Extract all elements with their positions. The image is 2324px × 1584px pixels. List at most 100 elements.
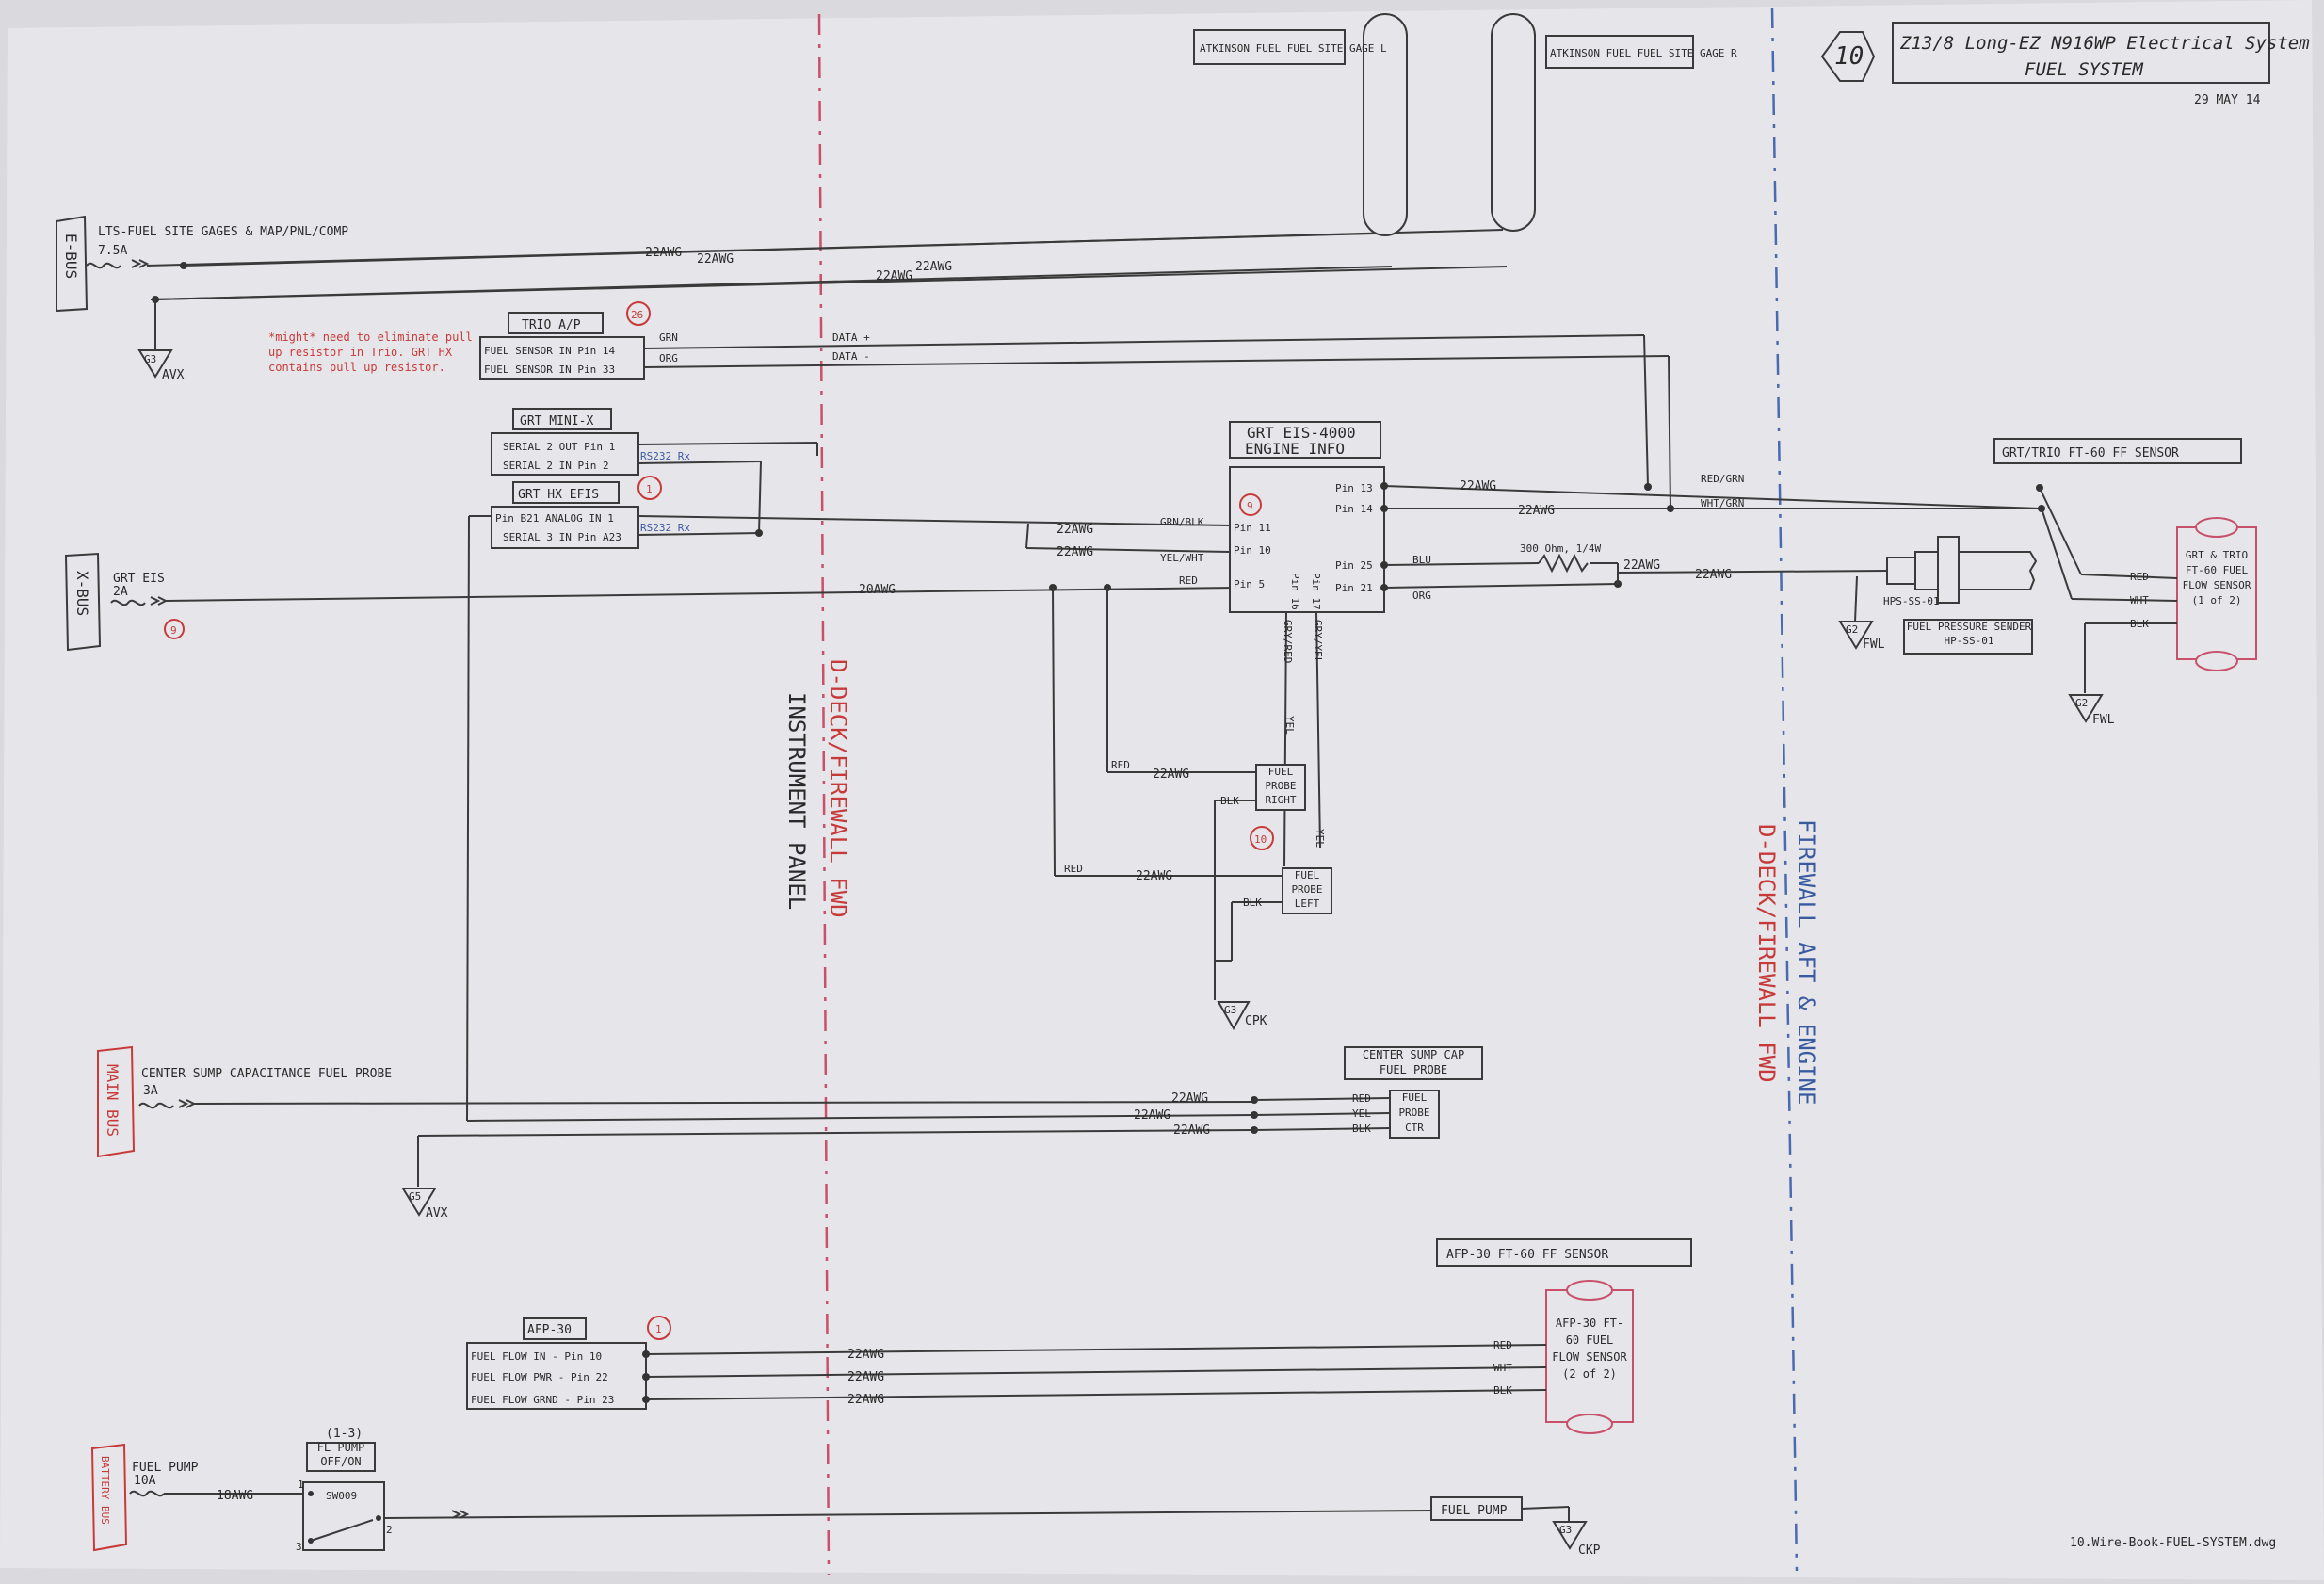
mainbus-group: MAIN BUS CENTER SUMP CAPACITANCE FUEL PR…	[97, 1045, 1483, 1220]
ft60-grt-bottom	[2195, 651, 2238, 671]
node-data-minus	[1667, 505, 1674, 512]
wire-minix-rs232	[758, 461, 762, 534]
wire-label-wht-grn: WHT/GRN	[1701, 497, 1744, 509]
wire-afp-pwr	[645, 1366, 1547, 1378]
wire-ctr-yel	[1253, 1112, 1391, 1116]
lts-amps: 7.5A	[98, 244, 127, 258]
wire-label-red-afp: RED	[1493, 1339, 1512, 1351]
wire-minix-out	[637, 442, 818, 445]
wire-label-22awg-o: 22AWG	[1173, 1123, 1210, 1138]
pin25-node	[1380, 561, 1388, 569]
wire-label-red-probe-l: RED	[1064, 863, 1083, 875]
wire-label-wht-ft60: WHT	[2130, 594, 2149, 606]
wire-pump-ground	[1521, 1506, 1570, 1510]
wire-eis-pin10-link	[1025, 523, 1029, 549]
wire-minix-in	[637, 461, 762, 464]
afp-row-3: FUEL FLOW GRND - Pin 23	[471, 1394, 614, 1406]
mainbus-flag	[97, 1045, 136, 1158]
divider-aft-line	[1770, 7, 1799, 1572]
batterybus-label: BATTERY BUS	[99, 1456, 111, 1525]
switch-pin-1[interactable]	[308, 1491, 314, 1496]
ft60-grt-body	[2176, 526, 2257, 660]
sender-hex	[1937, 536, 1960, 604]
switch-lever[interactable]	[310, 1519, 374, 1542]
sender-label-box	[1903, 619, 2033, 655]
ground-avx-label: AVX	[162, 368, 185, 382]
hx-badge-text: 1	[646, 483, 653, 495]
minix-row-2: SERIAL 2 IN Pin 2	[503, 460, 609, 472]
zone-label-panel: INSTRUMENT PANEL	[783, 692, 810, 910]
wire-label-22awg-e: 22AWG	[1057, 523, 1093, 537]
wire-label-blk-afp: BLK	[1493, 1384, 1512, 1397]
afp-sensor-text-container: AFP-30 FT-60 FUEL FLOW SENSOR (2 of 2)	[1552, 1317, 1626, 1381]
center-sump-title-box	[1344, 1046, 1483, 1080]
resistor-300-ohm	[1538, 553, 1589, 574]
ground-avx-g5-label: AVX	[426, 1206, 448, 1220]
node-lts	[180, 262, 187, 269]
probe-right-text-container: FUEL PROBE RIGHT	[1265, 766, 1296, 806]
xbus-badge-text: 9	[170, 624, 177, 637]
batterybus-flag	[90, 1443, 128, 1552]
wire-eis-pin11	[637, 515, 1231, 526]
mainbus-label: MAIN BUS	[104, 1064, 121, 1137]
pin13-node	[1380, 482, 1388, 490]
wire-ft60-route	[2039, 487, 2082, 600]
wire-label-22awg-d: 22AWG	[876, 269, 912, 283]
ft60-grt-body-text-container: GRT & TRIO FT-60 FUEL FLOW SENSOR (1 of …	[2182, 549, 2251, 606]
ft60-grt-body-text: GRT & TRIO FT-60 FUEL FLOW SENSOR (1 of …	[2182, 549, 2251, 606]
wire-afp-in	[645, 1344, 1547, 1355]
fuse-eis	[110, 599, 146, 606]
wire-label-red-eis: RED	[1179, 574, 1198, 587]
wire-label-red-ft60: RED	[2130, 571, 2149, 583]
switch-pin-2[interactable]	[376, 1515, 381, 1521]
wire-label-grn: GRN	[659, 331, 678, 344]
eis-pin-box	[1229, 466, 1385, 613]
wire-ft60-wht	[2071, 598, 2178, 602]
ground-cpk-label: CPK	[1245, 1014, 1267, 1028]
sender-terminal	[1886, 557, 1916, 585]
wire-label-red-probe-r: RED	[1111, 759, 1130, 771]
eis-pin-14: Pin 14	[1335, 503, 1373, 515]
ebus-label: E-BUS	[62, 234, 80, 279]
node-rs232	[755, 529, 763, 537]
probe-ctr-text-container: FUEL PROBE CTR	[1398, 1091, 1429, 1134]
wire-label-yel-b: YEL	[1314, 829, 1326, 848]
pump-wire-label: 18AWG	[217, 1489, 253, 1503]
fuel-pump-label: FUEL PUMP	[1441, 1504, 1508, 1518]
fuse-center-sump	[138, 1102, 174, 1109]
eis-pin-17: Pin 17	[1310, 573, 1322, 610]
gage-right-label-box	[1545, 35, 1694, 69]
ground-g2a-label: G2	[1846, 623, 1858, 636]
afp-node-1	[642, 1350, 650, 1358]
connector-lts	[131, 259, 150, 268]
gage-left-label-box	[1193, 29, 1346, 65]
wire-label-data-minus: DATA -	[832, 350, 870, 363]
eis-pin-16: Pin 16	[1289, 573, 1301, 610]
switch-id: SW009	[326, 1490, 357, 1502]
ground-g3-ckp	[1552, 1521, 1588, 1550]
wire-data-minus	[643, 355, 1670, 368]
grt-hx-efis: GRT HX EFIS 1 Pin B21 ANALOG IN 1 SERIAL…	[466, 476, 763, 1122]
wire-eis-pin17	[1315, 611, 1321, 849]
ft60-grt-title-box	[1993, 438, 2242, 464]
ground-g2-fwl-b	[2068, 694, 2104, 723]
title-block: 10 Z13/8 Long-EZ N916WP Electrical Syste…	[1820, 22, 2310, 1550]
wire-label-22awg-q: 22AWG	[847, 1370, 884, 1384]
wire-label-gry-yel: GRY/YEL	[1312, 620, 1324, 664]
minix-pin-box	[491, 432, 639, 476]
minix-row-1: SERIAL 2 OUT Pin 1	[503, 441, 615, 453]
hx-pin-box	[491, 506, 639, 549]
wire-label-blk-ctr: BLK	[1352, 1123, 1371, 1135]
eis-pin-10: Pin 10	[1234, 544, 1271, 557]
divider-fwd-line	[817, 13, 831, 1576]
wire-label-22awg-k: 22AWG	[1153, 768, 1189, 782]
grt-eis-amps: 2A	[113, 585, 128, 599]
center-sump-title: CENTER SUMP CAP FUEL PROBE	[1362, 1048, 1465, 1076]
wire-eis-pin13	[1383, 485, 2042, 509]
ebus-flag	[56, 215, 89, 313]
trio-title: TRIO A/P	[522, 318, 581, 332]
ft60-grt-title: GRT/TRIO FT-60 FF SENSOR	[2002, 446, 2179, 461]
wire-label-20awg: 20AWG	[859, 583, 896, 597]
wire-label-rs232-b: RS232 Rx	[640, 522, 690, 534]
probe-left-label: FUEL PROBE LEFT	[1291, 869, 1323, 910]
